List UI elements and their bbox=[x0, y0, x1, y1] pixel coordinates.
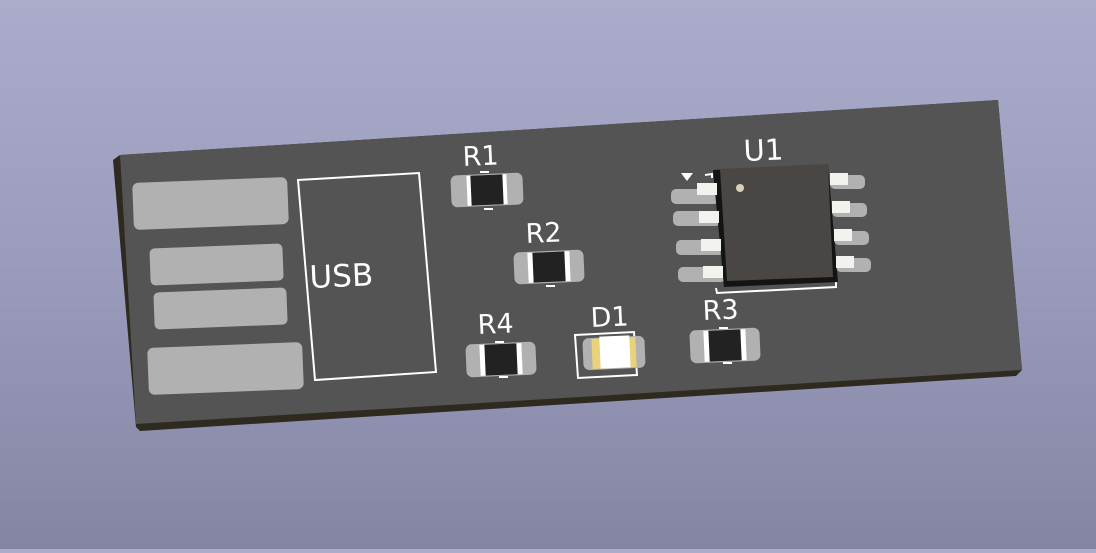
usb-silkscreen: USB bbox=[296, 171, 438, 382]
r3-label: R3 bbox=[702, 294, 739, 327]
led-d1[interactable]: D1 bbox=[573, 301, 646, 380]
usb-pad-2 bbox=[149, 243, 284, 286]
r1-label: R1 bbox=[462, 140, 499, 173]
resistor-r4[interactable]: R4 bbox=[465, 308, 537, 378]
usb-pad-1 bbox=[132, 177, 289, 230]
usb-pad-4 bbox=[147, 342, 304, 395]
r2-label: R2 bbox=[525, 217, 562, 250]
resistor-r1[interactable]: R1 bbox=[450, 140, 524, 210]
pin1-dot-icon bbox=[736, 184, 744, 192]
pin1-marker-icon bbox=[681, 173, 693, 181]
usb-label: USB bbox=[309, 257, 374, 296]
u1-label: U1 bbox=[743, 132, 784, 168]
usb-contacts bbox=[132, 177, 304, 395]
d1-label: D1 bbox=[590, 301, 629, 334]
r4-label: R4 bbox=[477, 308, 514, 341]
resistor-r3[interactable]: R3 bbox=[689, 294, 761, 364]
usb-pad-3 bbox=[153, 287, 288, 330]
ic-u1[interactable]: U1 bbox=[671, 132, 871, 295]
resistor-r2[interactable]: R2 bbox=[513, 217, 585, 287]
